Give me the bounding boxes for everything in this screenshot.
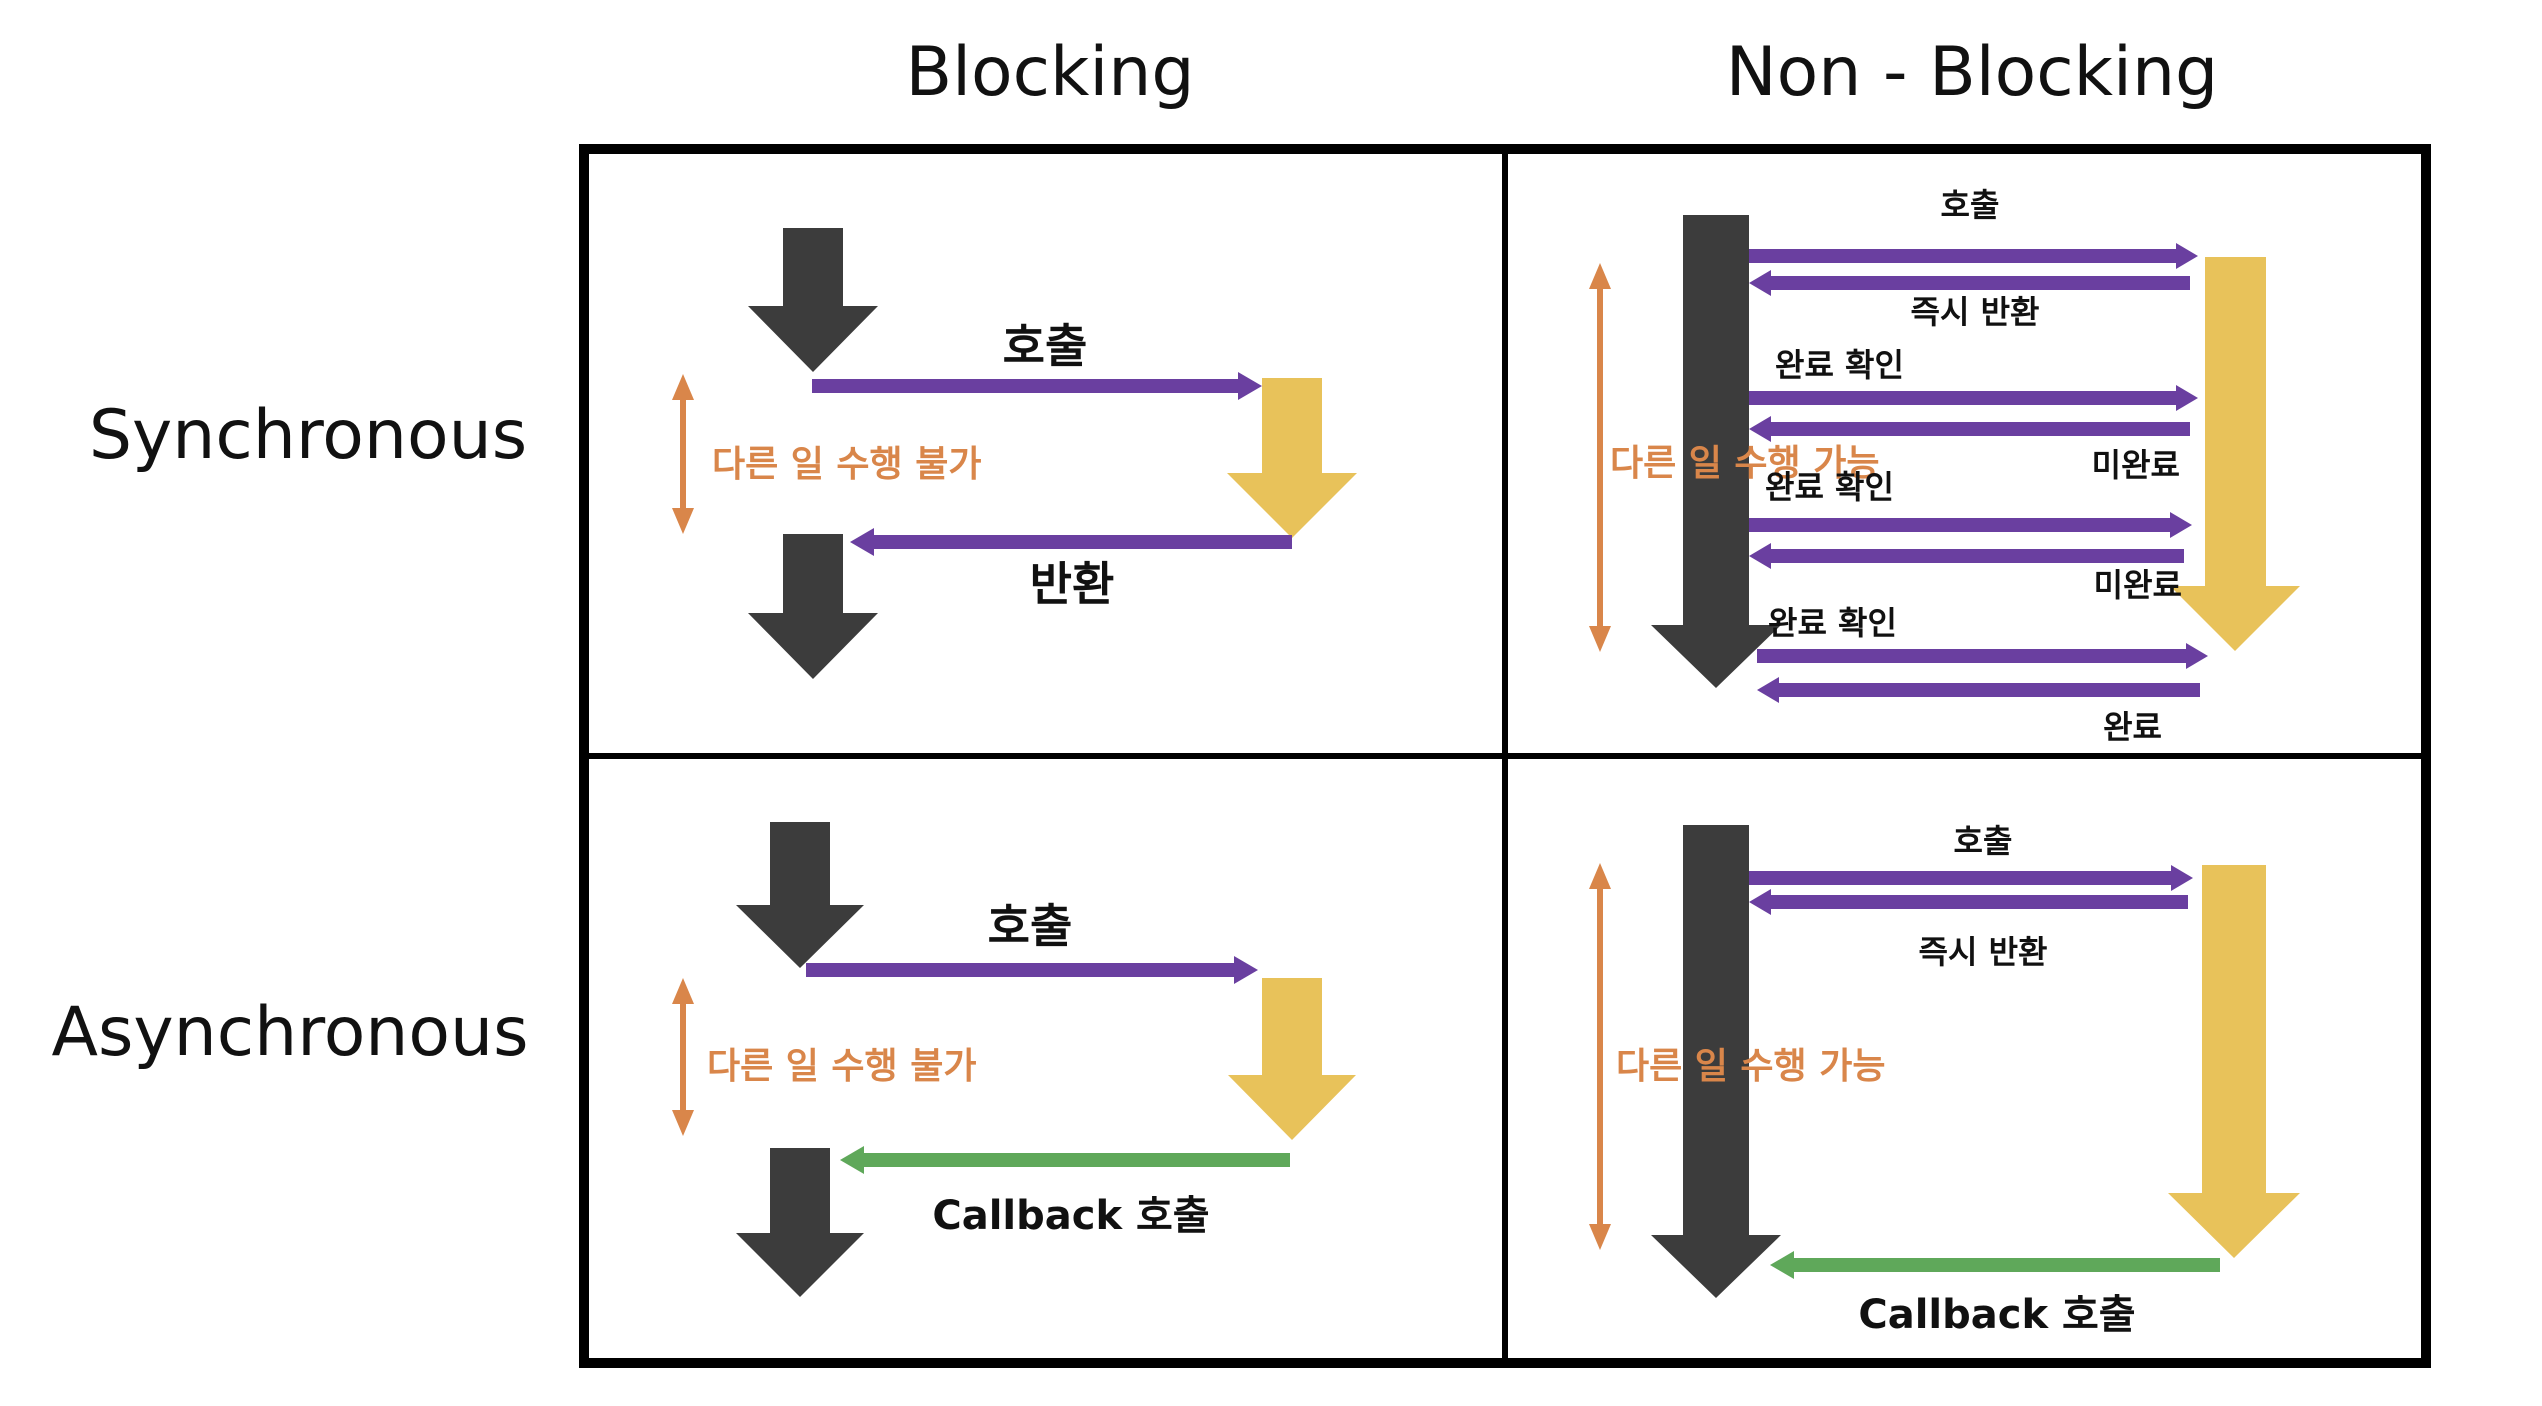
- callback-label: Callback 호출: [1858, 1292, 2135, 1338]
- row-header-synchronous: Synchronous: [89, 396, 527, 475]
- matrix-grid: [579, 144, 2431, 1368]
- callee-down-arrow: [1228, 978, 1356, 1140]
- complete-arrow-head: [1757, 677, 1779, 703]
- immediate-return-label: 즉시 반환: [1919, 933, 2048, 971]
- duration-arrow-head-bottom: [672, 508, 694, 534]
- complete-label: 완료: [2103, 708, 2162, 746]
- cell-sync-blocking: 호출 반환 다른 일 수행 불가: [672, 228, 1357, 679]
- callee-down-arrow: [1227, 378, 1357, 538]
- duration-label: 다른 일 수행 불가: [707, 1046, 976, 1087]
- duration-arrow-head-bottom: [1589, 1224, 1611, 1250]
- callback-arrow-head: [840, 1146, 864, 1174]
- call-arrow-head: [1234, 956, 1258, 984]
- duration-arrow-head-top: [1589, 863, 1611, 889]
- duration-arrow-head-bottom: [672, 1110, 694, 1136]
- incomplete-label: 미완료: [2094, 566, 2182, 604]
- caller-down-arrow: [1651, 215, 1781, 688]
- check-label: 완료 확인: [1765, 468, 1894, 506]
- duration-arrow-head-bottom: [1589, 626, 1611, 652]
- call-label: 호출: [1954, 822, 2013, 860]
- callback-label: Callback 호출: [932, 1193, 1209, 1239]
- call-arrow-head: [2176, 243, 2198, 269]
- caller-down-arrow: [1651, 825, 1781, 1298]
- cell-sync-nonblocking: 호출 즉시 반환 완료 확인 미완료 다른 일 수행 가능 완료 확인 미완료 …: [1589, 186, 2300, 746]
- callee-down-arrow: [2168, 865, 2300, 1258]
- check-arrow-head: [2170, 512, 2192, 538]
- call-arrow-head: [2171, 865, 2193, 891]
- check-arrow-head: [2176, 385, 2198, 411]
- call-label: 호출: [988, 899, 1073, 953]
- check-label: 완료 확인: [1768, 604, 1897, 642]
- immediate-return-arrow-head: [1749, 270, 1771, 296]
- callback-arrow-head: [1770, 1251, 1794, 1279]
- incomplete-label: 미완료: [2092, 446, 2180, 484]
- call-arrow-head: [1238, 372, 1262, 400]
- callee-down-arrow: [2170, 257, 2300, 651]
- return-arrow-head: [850, 528, 874, 556]
- duration-label: 다른 일 수행 가능: [1610, 443, 1879, 484]
- check-arrow-head: [2186, 643, 2208, 669]
- caller-down-arrow: [748, 534, 878, 679]
- caller-down-arrow: [748, 228, 878, 372]
- duration-label: 다른 일 수행 불가: [712, 444, 981, 485]
- call-label: 호출: [1941, 186, 2000, 224]
- cell-async-nonblocking: 호출 즉시 반환 다른 일 수행 가능 Callback 호출: [1589, 822, 2300, 1338]
- column-header-blocking: Blocking: [905, 33, 1194, 112]
- duration-label: 다른 일 수행 가능: [1616, 1046, 1885, 1087]
- incomplete-arrow-head: [1749, 543, 1771, 569]
- duration-arrow-head-top: [1589, 263, 1611, 289]
- duration-arrow-head-top: [672, 978, 694, 1004]
- caller-down-arrow: [736, 1148, 864, 1297]
- row-header-asynchronous: Asynchronous: [51, 993, 528, 1072]
- immediate-return-arrow-head: [1749, 889, 1771, 915]
- return-label: 반환: [1030, 557, 1115, 611]
- caller-down-arrow: [736, 822, 864, 968]
- cell-async-blocking: 호출 Callback 호출 다른 일 수행 불가: [672, 822, 1356, 1297]
- duration-arrow-head-top: [672, 374, 694, 400]
- incomplete-arrow-head: [1749, 416, 1771, 442]
- check-label: 완료 확인: [1775, 346, 1904, 384]
- immediate-return-label: 즉시 반환: [1911, 293, 2040, 331]
- call-label: 호출: [1003, 319, 1088, 373]
- column-header-non-blocking: Non - Blocking: [1726, 33, 2218, 112]
